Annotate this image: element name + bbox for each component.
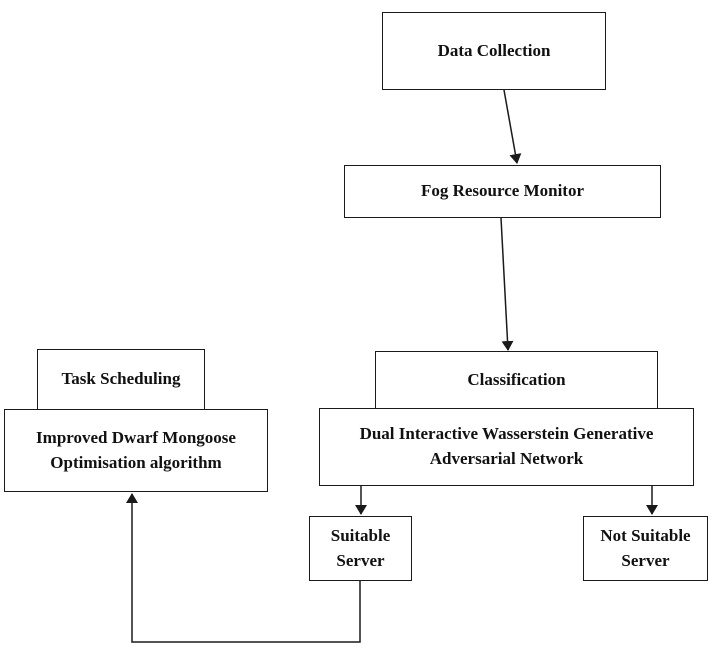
suitable-server-node: Suitable Server (309, 516, 412, 581)
not-suitable-server-node: Not Suitable Server (583, 516, 708, 581)
classification-label: Classification (467, 369, 566, 389)
task-scheduling-label: Task Scheduling (61, 369, 181, 389)
data-collection-node: Data Collection (382, 12, 606, 90)
classification-node: Classification (375, 351, 658, 409)
data-collection-label: Data Collection (437, 40, 551, 60)
not-suitable-server-label: Not Suitable Server (600, 525, 691, 570)
suitable-server-label: Suitable Server (330, 525, 391, 570)
optimizer-label: Improved Dwarf Mongoose Optimisation alg… (36, 427, 236, 472)
fog-resource-monitor-label: Fog Resource Monitor (420, 181, 585, 201)
optimizer-node: Improved Dwarf Mongoose Optimisation alg… (4, 409, 268, 492)
task-scheduling-node: Task Scheduling (37, 349, 205, 410)
fog-resource-monitor-node: Fog Resource Monitor (344, 165, 661, 218)
arrow-fog-monitor-to-classification (500, 217, 514, 351)
classifier-node: Dual Interactive Wasserstein Generative … (319, 408, 694, 486)
arrow-data-collection-to-fog-monitor (503, 89, 522, 164)
classifier-label: Dual Interactive Wasserstein Generative … (359, 424, 654, 468)
